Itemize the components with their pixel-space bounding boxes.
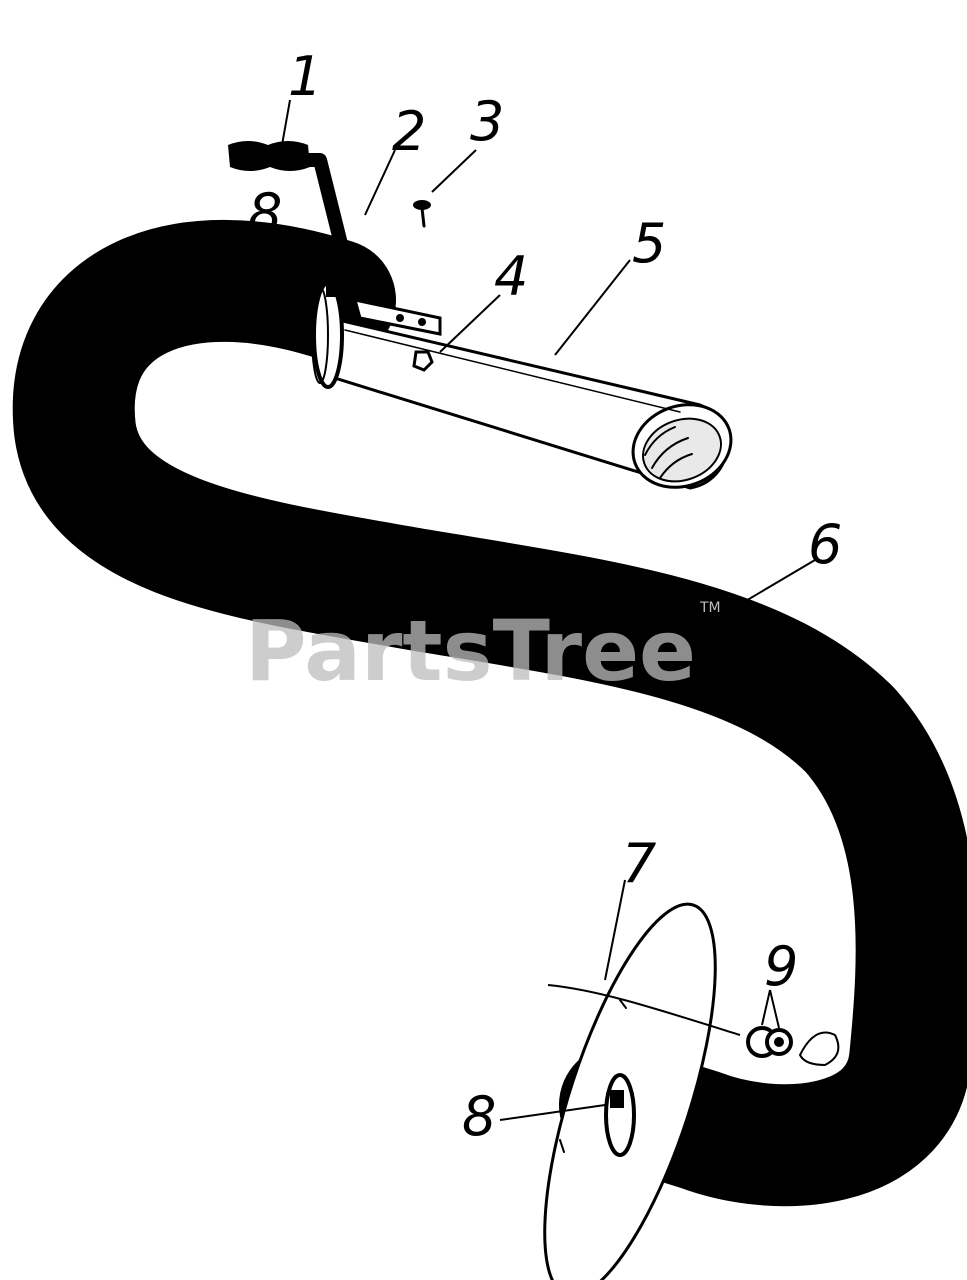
hose-rib <box>851 844 966 869</box>
hose-rib <box>22 352 135 386</box>
hose-rib <box>255 505 283 620</box>
watermark-text: PartsTree <box>245 602 696 700</box>
hose-rib <box>811 701 904 776</box>
hose-rib <box>489 545 511 661</box>
hose-rib <box>286 233 315 347</box>
hose-rib <box>858 958 967 966</box>
hose-rib <box>759 1086 772 1203</box>
hose-rib <box>857 904 967 915</box>
hose-rib <box>264 227 286 343</box>
hose-rib <box>60 284 148 365</box>
hose-rib <box>747 624 803 729</box>
hose-rib <box>174 486 214 597</box>
hose-rib <box>201 493 236 606</box>
callout-5: 5 <box>632 212 666 275</box>
hose-rib <box>807 1085 828 1201</box>
callout-6: 6 <box>808 513 842 576</box>
nozzle-tube <box>323 316 733 490</box>
handle-assembly <box>228 141 442 336</box>
hose-rib <box>16 388 133 402</box>
hose-rib <box>851 1054 967 1075</box>
hose-rib <box>117 469 175 573</box>
watermark-trademark: TM <box>699 600 721 616</box>
hose-rib <box>386 528 408 644</box>
callout-7: 7 <box>622 832 656 895</box>
hose-rib <box>683 592 722 704</box>
callout-3: 3 <box>470 90 504 153</box>
hose-rib <box>22 428 135 464</box>
hose-rib <box>89 459 159 556</box>
hose-rib <box>786 1087 795 1204</box>
hose-rib <box>857 982 967 992</box>
hose-rib <box>123 241 171 349</box>
hose-rib <box>564 559 589 674</box>
hose-rib <box>589 564 615 679</box>
hose-rib <box>854 1031 967 1045</box>
hose-rib <box>766 639 829 740</box>
hose-rib <box>62 449 147 532</box>
hose-rib <box>463 541 485 657</box>
washers <box>746 1026 840 1066</box>
hose-rib <box>412 533 434 648</box>
callout-8-bottom: 8 <box>462 1085 496 1148</box>
hose-rib <box>308 515 332 630</box>
screw <box>413 200 431 228</box>
hose-rib <box>437 537 459 653</box>
hose-rib <box>858 932 967 940</box>
hose-rib <box>706 601 749 711</box>
hose-rib <box>849 1062 955 1116</box>
hose-rib <box>800 676 879 765</box>
hose-rib <box>189 224 205 341</box>
hose-rib <box>728 1083 752 1199</box>
hose-rib <box>697 1079 733 1191</box>
hose-clamp-bottom <box>604 1073 636 1157</box>
hose-rib <box>539 554 563 670</box>
hose-rib <box>844 1069 930 1152</box>
hose-rib <box>824 1081 863 1193</box>
hose-rib <box>613 570 642 685</box>
hose-rib <box>836 1075 897 1177</box>
hose-rib <box>360 524 383 639</box>
hose-rib <box>218 222 225 340</box>
hose-rib <box>784 656 855 752</box>
hose-rib <box>727 612 776 720</box>
hose-rib <box>37 316 141 375</box>
nut <box>412 350 434 372</box>
hose-rib <box>282 510 308 625</box>
callout-2: 2 <box>392 100 426 163</box>
hose-rib <box>840 785 950 828</box>
hose-rib <box>90 258 158 356</box>
callout-9: 9 <box>764 935 798 998</box>
hose-rib <box>514 550 536 665</box>
hose-rib <box>671 1071 709 1183</box>
hose-rib <box>637 576 668 690</box>
hose-rib <box>856 1007 967 1019</box>
hose-rib <box>38 439 140 501</box>
hose-rib <box>660 584 695 697</box>
leader-lines <box>279 99 816 1121</box>
hose-rib <box>855 875 967 891</box>
hose-rib <box>156 230 187 344</box>
callout-1: 1 <box>288 45 322 108</box>
hose-rib <box>334 519 357 635</box>
hose-rib <box>846 815 960 848</box>
hose-clamp-top <box>311 275 344 389</box>
hose-rib <box>146 478 194 587</box>
hose-rib <box>242 223 255 340</box>
hose-rib <box>16 415 133 427</box>
hose-rib <box>832 756 938 809</box>
hose-rib <box>228 499 259 613</box>
callout-8-top: 8 <box>248 182 282 245</box>
hose-rib <box>822 728 923 792</box>
callout-4: 4 <box>494 245 528 308</box>
